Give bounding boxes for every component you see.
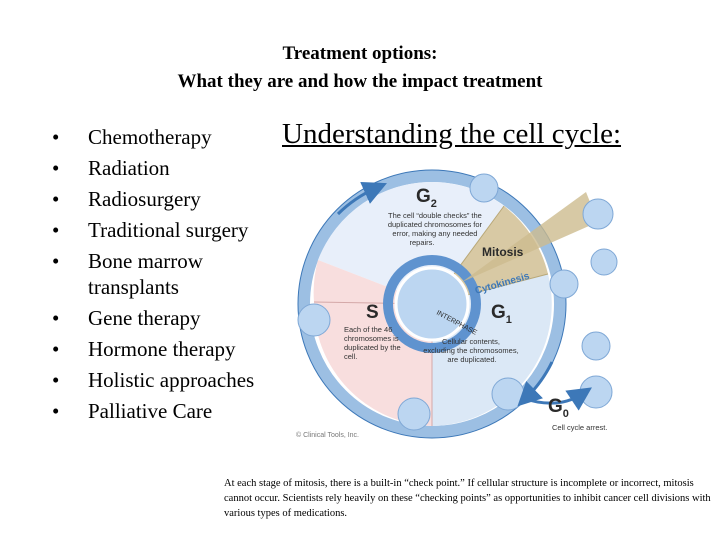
- interphase-ring: [383, 255, 481, 353]
- cycle-arrow-icon: [517, 361, 554, 407]
- g1-label: G1: [491, 302, 512, 326]
- bullet-icon: •: [52, 218, 60, 242]
- cell-icon: [297, 303, 331, 337]
- mitosis-label: Mitosis: [482, 245, 524, 259]
- cell-cycle-heading: Understanding the cell cycle:: [282, 118, 622, 150]
- list-item: •Palliative Care: [52, 399, 213, 423]
- cell-icon: [469, 173, 499, 203]
- bullet-icon: •: [52, 187, 60, 211]
- bullet-icon: •: [52, 125, 60, 149]
- mitosis-beam: [462, 192, 598, 282]
- list-item: •Radiosurgery: [52, 187, 201, 211]
- cell-cycle-diagram: G2 The cell “double checks” the duplicat…: [296, 169, 618, 439]
- g0-label: G0: [548, 396, 569, 420]
- list-item: •Bone marrow transplants: [52, 249, 203, 299]
- title-line-1: Treatment options:: [282, 43, 438, 64]
- g0-description: Cell cycle arrest.: [552, 423, 607, 432]
- bullet-icon: •: [52, 368, 60, 392]
- cell-icon: [549, 269, 579, 299]
- list-item: •Traditional surgery: [52, 218, 249, 242]
- list-item: •Gene therapy: [52, 306, 201, 330]
- g2-description: The cell “double checks” the duplicated …: [388, 211, 484, 247]
- cell-icon: [581, 331, 611, 361]
- mitosis-wedge: [432, 206, 548, 304]
- nucleus-core: [394, 266, 470, 342]
- cycle-outer-ring-edge: [297, 169, 567, 439]
- g1-description: Cellular contents, excluding the chromos…: [423, 337, 521, 364]
- cell-icon: [590, 248, 618, 276]
- title-line-2: What they are and how the impact treatme…: [177, 71, 543, 92]
- bullet-icon: •: [52, 156, 60, 180]
- cell-icon: [397, 397, 431, 431]
- s-description: Each of the 46 chromosomes is duplicated…: [344, 325, 403, 361]
- cell-icon: [579, 375, 613, 409]
- bullet-icon: •: [52, 249, 60, 273]
- cycle-arrow-icon: [336, 181, 387, 216]
- cycle-outer-ring: [298, 170, 566, 438]
- caption-text: At each stage of mitosis, there is a bui…: [224, 478, 711, 519]
- bullet-icon: •: [52, 337, 60, 361]
- list-item: •Holistic approaches: [52, 368, 255, 392]
- treatment-options-list: •Chemotherapy •Radiation •Radiosurgery •…: [52, 124, 267, 429]
- cell-icon: [582, 198, 614, 230]
- g0-arrow-icon: [521, 387, 592, 411]
- slide-title: Treatment options: What they are and how…: [0, 40, 720, 96]
- list-item: •Chemotherapy: [52, 125, 212, 149]
- list-item: •Radiation: [52, 156, 170, 180]
- g2-label: G2: [416, 186, 437, 210]
- bullet-icon: •: [52, 306, 60, 330]
- bullet-icon: •: [52, 399, 60, 423]
- s-label: S: [366, 302, 379, 323]
- cell-icon: [491, 377, 525, 411]
- copyright-notice: © Clinical Tools, Inc.: [296, 431, 359, 439]
- list-item: •Hormone therapy: [52, 337, 236, 361]
